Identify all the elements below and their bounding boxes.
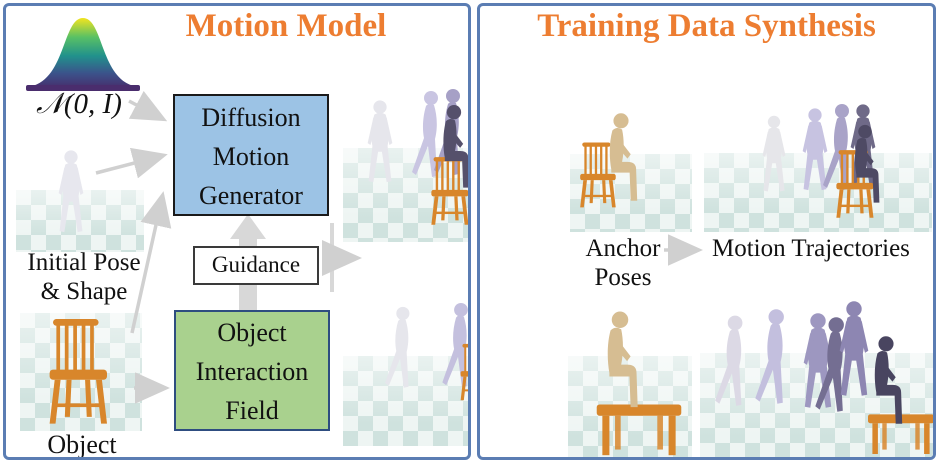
initial-pose-label-line2: & Shape [40,278,128,305]
arrow-pose-to-generator [95,147,168,179]
checker-floor [20,313,142,431]
noise-distribution-label: 𝒩(0, I) [36,88,122,120]
result-sequence-bottom-image [343,299,468,446]
motion-model-panel: Motion Model 𝒩(0, I) Initial Pose & Shap… [3,3,471,460]
diffusion-motion-generator-box: Diffusion Motion Generator [173,94,329,216]
motion-trajectories-label: Motion Trajectories [712,235,910,262]
gaussian-curve-icon [26,18,140,91]
training-data-title: Training Data Synthesis [537,8,876,44]
anchor-label-line2: Poses [594,264,652,291]
guidance-box: Guidance [193,246,319,285]
synthesis-arrows [664,234,703,266]
interaction-box-line2: Interaction [195,357,309,386]
motion-model-title: Motion Model [185,8,387,44]
diffusion-box-line3: Generator [199,181,303,210]
diffusion-box-line2: Motion [212,142,290,171]
diffusion-box-line1: Diffusion [201,103,301,132]
anchor-pose-chair-image [570,108,692,232]
initial-pose-label: Initial Pose & Shape [8,248,160,306]
interaction-box-line1: Object [217,318,287,347]
result-sequence-top-image [343,70,468,242]
arrow-up-head [230,214,266,239]
anchor-label-line1: Anchor [585,235,661,262]
anchor-pose-table-image [568,294,692,457]
anchor-poses-label: Anchor Poses [575,234,671,292]
guidance-label: Guidance [211,252,301,277]
initial-pose-label-line1: Initial Pose [27,249,141,276]
trajectories-chair-image [704,94,932,232]
object-interaction-field-box: Object Interaction Field [174,310,330,431]
initial-pose-image [16,146,144,252]
interaction-box-line3: Field [225,396,279,425]
training-data-panel: Training Data Synthesis Anchor Poses [477,3,936,460]
object-label: Object [47,430,117,459]
object-image [20,313,142,431]
trajectories-table-image [700,289,933,457]
checker-floor [704,153,932,232]
arrow-shape-to-generator [130,191,172,334]
arrow-noise-to-generator [128,90,168,122]
